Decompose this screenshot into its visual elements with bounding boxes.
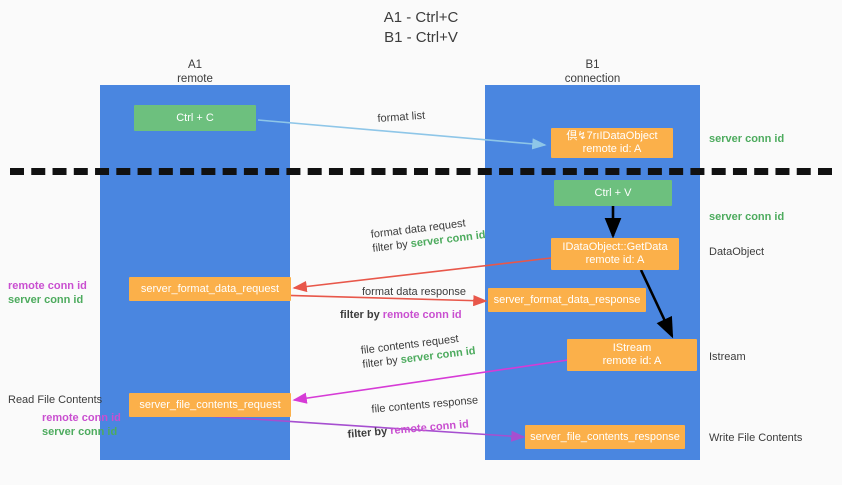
lane-header-b1: B1 connection	[485, 58, 700, 86]
title-line-2: B1 - Ctrl+V	[384, 29, 458, 46]
diagram-title: A1 - Ctrl+C B1 - Ctrl+V	[0, 8, 842, 48]
left-label-remote-conn-id-2: remote conn id	[42, 412, 121, 424]
edge-label-file-contents-response: file contents response filter by remote …	[345, 393, 481, 441]
box-server-format-data-request-label: server_format_data_request	[140, 282, 280, 295]
box-server-file-contents-response-label: server_file_contents_response	[530, 430, 680, 443]
box-istream-line-1: IStream	[612, 342, 652, 354]
title-line-1: A1 - Ctrl+C	[383, 9, 459, 26]
edge-label-format-data-response: format data response filter by remote co…	[340, 285, 466, 322]
box-server-format-data-request[interactable]: server_format_data_request	[129, 277, 291, 301]
box-idataobject-line-1: 倶↯7rıIDataObject	[566, 130, 658, 142]
right-label-dataobject: DataObject	[709, 246, 765, 258]
filter-value-remote-conn-id: remote conn id	[382, 309, 462, 321]
edge-label-file-contents-request: file contents request filter by server c…	[360, 330, 476, 372]
box-ctrl-v[interactable]: Ctrl + V	[554, 180, 672, 206]
lane-b1-sub: connection	[564, 73, 621, 85]
box-ctrl-v-label: Ctrl + V	[594, 186, 632, 199]
left-label-group-format: remote conn id server conn id	[8, 279, 87, 307]
box-idataobject-getdata[interactable]: IDataObject::GetData remote id: A	[551, 238, 679, 270]
left-label-group-file: Read File Contents remote conn id server…	[8, 393, 121, 439]
right-label-server-conn-id-second: server conn id	[709, 211, 785, 223]
lane-header-a1: A1 remote	[100, 58, 290, 86]
phase-divider	[10, 168, 832, 175]
lane-b1-name: B1	[585, 59, 600, 71]
box-ctrl-c-label: Ctrl + C	[176, 111, 214, 124]
edge-label-format-list: format list	[377, 109, 426, 125]
left-label-server-conn-id-1: server conn id	[8, 294, 84, 306]
box-server-file-contents-request-label: server_file_contents_request	[139, 398, 281, 411]
right-label-istream: Istream	[709, 351, 746, 363]
filter-value-remote-conn-id: remote conn id	[389, 418, 470, 438]
box-istream[interactable]: IStream remote id: A	[567, 339, 697, 371]
edge-label-format-data-request: format data request filter by server con…	[370, 214, 486, 256]
filter-prefix: filter by	[361, 354, 402, 371]
box-istream-line-2: remote id: A	[602, 355, 662, 367]
box-idataobject-line-2: remote id: A	[582, 143, 642, 155]
box-server-file-contents-request[interactable]: server_file_contents_request	[129, 393, 291, 417]
format-data-response-filter: filter by remote conn id	[340, 308, 466, 322]
box-idataobject[interactable]: 倶↯7rıIDataObject remote id: A	[551, 128, 673, 158]
box-getdata-line-2: remote id: A	[585, 254, 645, 266]
left-label-remote-conn-id-1: remote conn id	[8, 280, 87, 292]
left-label-read-file-contents: Read File Contents	[8, 394, 103, 406]
lane-a1-name: A1	[187, 59, 203, 71]
filter-prefix: filter by	[371, 238, 412, 255]
right-label-server-conn-id-top: server conn id	[709, 133, 785, 145]
box-server-file-contents-response[interactable]: server_file_contents_response	[525, 425, 685, 449]
file-contents-response-text: file contents response	[370, 394, 479, 416]
filter-prefix: filter by	[347, 425, 391, 441]
filter-prefix: filter by	[340, 309, 383, 321]
lane-a1-sub: remote	[177, 73, 213, 85]
right-label-write-file-contents: Write File Contents	[709, 432, 803, 444]
box-server-format-data-response[interactable]: server_format_data_response	[488, 288, 646, 312]
file-contents-response-filter: filter by remote conn id	[347, 416, 481, 442]
format-data-response-text: format data response	[362, 286, 466, 298]
left-label-server-conn-id-2: server conn id	[42, 426, 118, 438]
box-getdata-line-1: IDataObject::GetData	[562, 241, 668, 253]
box-ctrl-c[interactable]: Ctrl + C	[134, 105, 256, 131]
box-server-format-data-response-label: server_format_data_response	[493, 293, 641, 306]
